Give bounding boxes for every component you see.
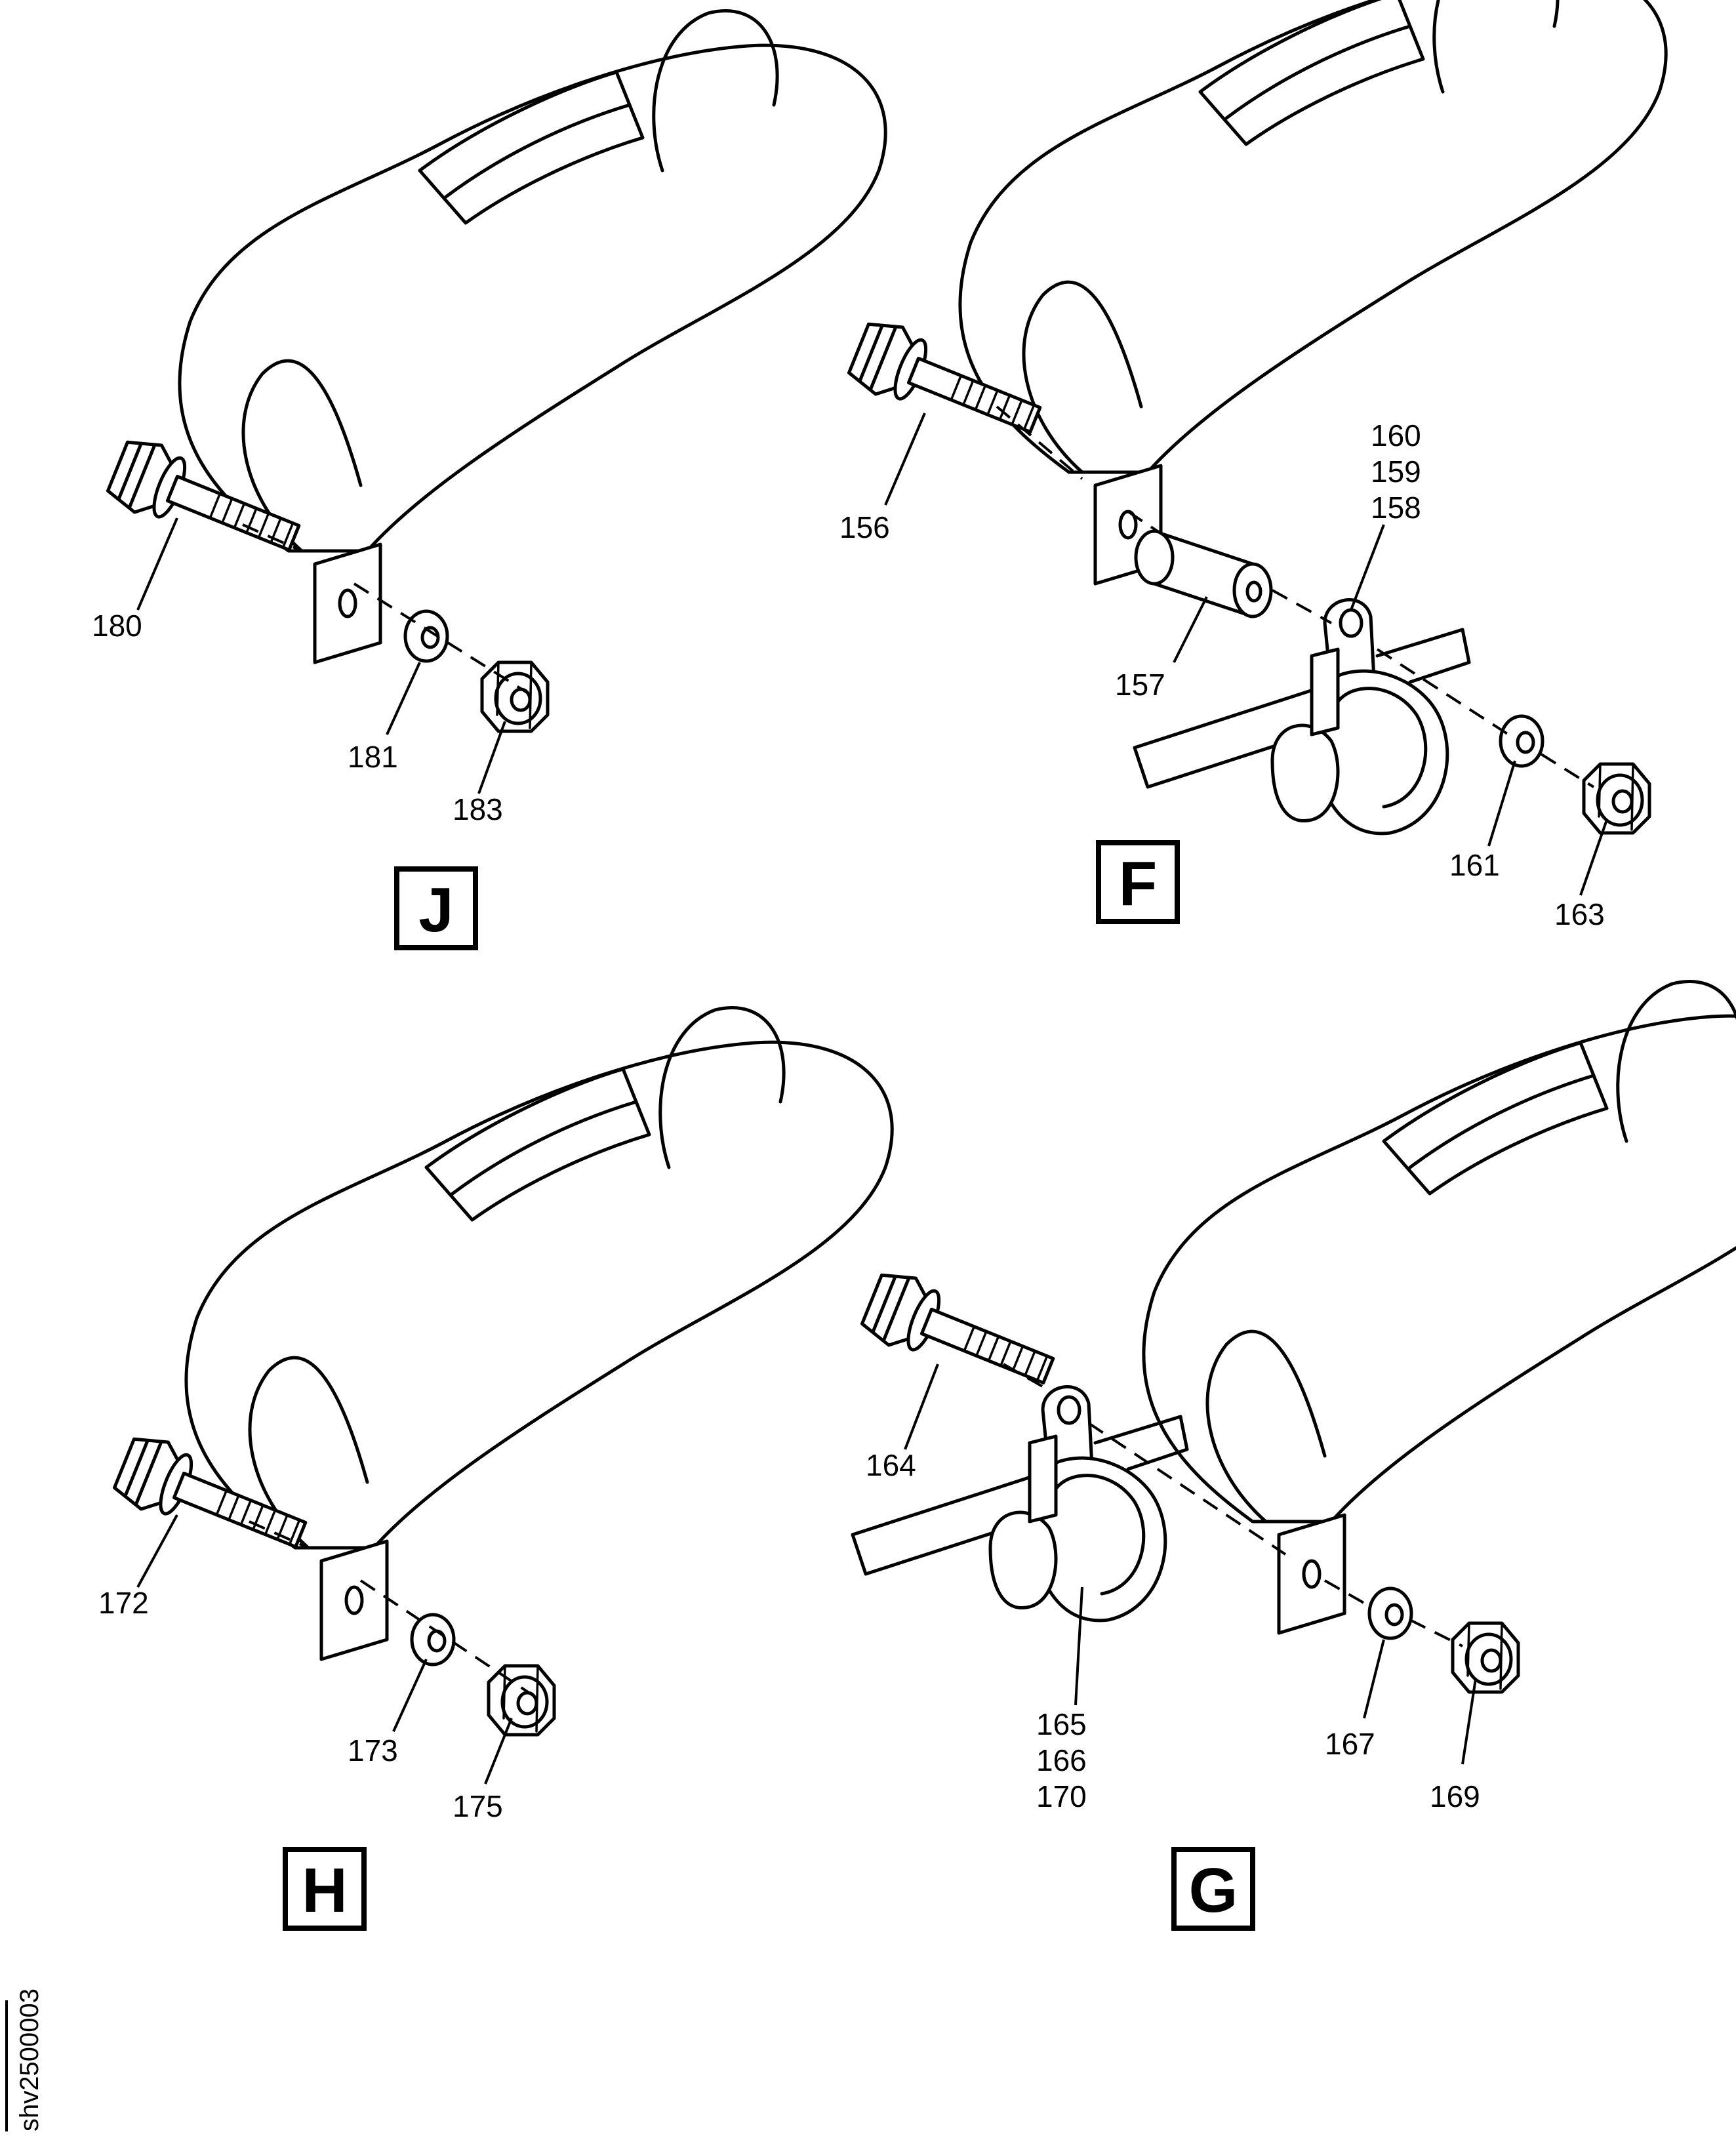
callout-166: 166 — [1036, 1743, 1087, 1777]
bolt-icon — [858, 1266, 1062, 1404]
drawing-code-group: shv2500003 — [5, 1989, 44, 2131]
drawing-code: shv2500003 — [15, 1989, 44, 2131]
callout-172: 172 — [98, 1586, 149, 1620]
callout-156: 156 — [839, 510, 890, 544]
callout-159: 159 — [1371, 454, 1421, 489]
muffler-icon — [186, 1008, 892, 1659]
view-j: 180 181 183 J — [92, 11, 885, 948]
view-h: 172 173 175 H — [98, 1008, 892, 1928]
view-letter-h: H — [302, 1855, 347, 1926]
view-letter-g: G — [1189, 1855, 1238, 1926]
nut-icon — [1453, 1623, 1518, 1692]
callout-164: 164 — [866, 1448, 916, 1482]
callout-183: 183 — [453, 792, 503, 826]
callout-163: 163 — [1554, 897, 1605, 931]
callout-170: 170 — [1036, 1779, 1087, 1813]
washer-icon — [1369, 1588, 1411, 1638]
callout-180: 180 — [92, 609, 142, 643]
view-letter-j: J — [418, 875, 453, 945]
callout-173: 173 — [348, 1733, 398, 1767]
view-g: 164 165 166 170 167 169 G — [853, 982, 1736, 1928]
callout-161: 161 — [1449, 848, 1500, 882]
callout-169: 169 — [1430, 1779, 1480, 1813]
callout-158: 158 — [1371, 491, 1421, 525]
muffler-icon — [180, 11, 885, 662]
callout-175: 175 — [453, 1789, 503, 1823]
muffler-icon — [1144, 982, 1736, 1633]
washer-icon — [1501, 716, 1543, 766]
washer-icon — [412, 1615, 454, 1665]
callout-157: 157 — [1115, 668, 1165, 702]
callout-167: 167 — [1325, 1727, 1375, 1761]
nut-icon — [482, 662, 548, 731]
view-letter-f: F — [1119, 849, 1158, 919]
nut-icon — [489, 1666, 554, 1735]
callout-165: 165 — [1036, 1707, 1087, 1741]
view-f: 156 157 160 159 158 161 163 F — [839, 0, 1666, 931]
muffler-icon — [960, 0, 1666, 584]
callout-160: 160 — [1371, 418, 1421, 453]
bracket-clamp-icon — [1135, 600, 1469, 834]
bracket-clamp-icon — [853, 1387, 1187, 1621]
nut-icon — [1584, 764, 1649, 833]
callout-181: 181 — [348, 740, 398, 774]
